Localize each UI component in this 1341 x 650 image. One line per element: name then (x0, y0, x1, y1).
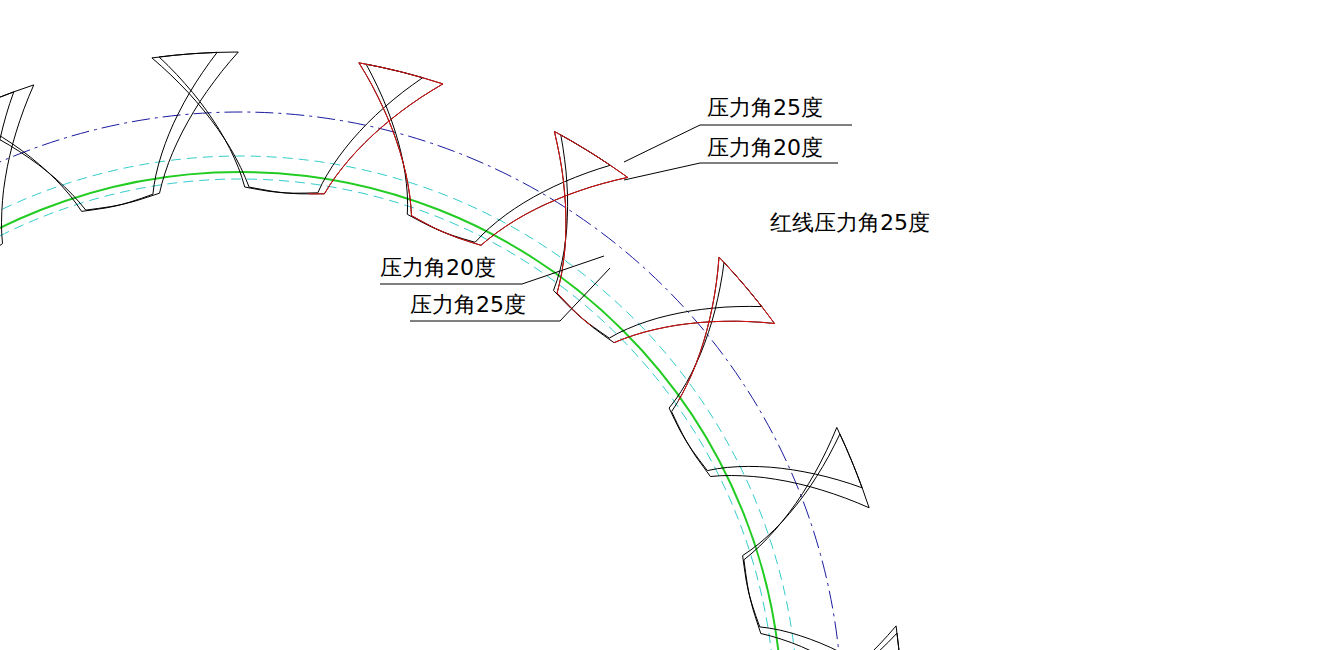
callout-label: 压力角20度 (707, 135, 823, 161)
callout-label: 红线压力角25度 (770, 210, 930, 236)
callout-label: 压力角20度 (380, 255, 496, 281)
tooth-profile (0, 52, 902, 650)
dashed-circle (0, 179, 775, 650)
tooth-profile (0, 52, 902, 650)
pitch-circle (0, 172, 782, 650)
dashed-circle (0, 156, 798, 650)
tooth-profile (0, 52, 902, 650)
callout-label: 压力角25度 (410, 292, 526, 318)
gear-teeth (0, 52, 902, 650)
addendum-reference-circle (0, 112, 842, 650)
callout-label: 压力角25度 (707, 95, 823, 121)
